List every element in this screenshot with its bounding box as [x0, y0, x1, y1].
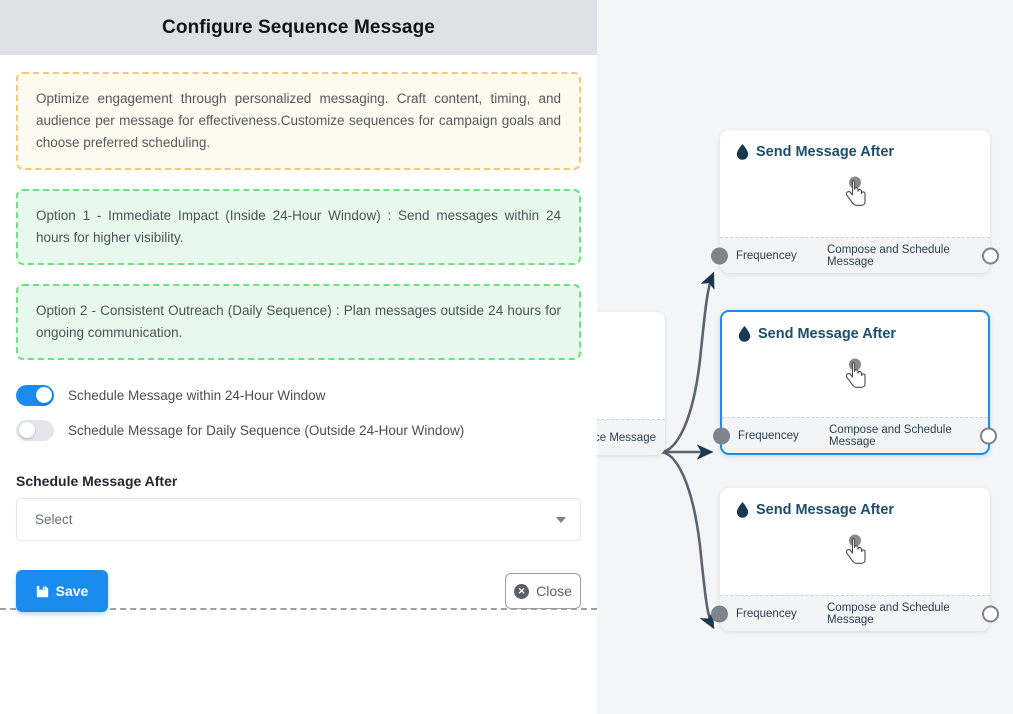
configure-sequence-panel: Configure Sequence Message Optimize enga…: [0, 0, 597, 714]
flow-canvas[interactable]: ce Message Send Message After Frequencey: [597, 0, 1013, 714]
water-drop-icon: [738, 326, 751, 342]
node-footer: Frequencey Compose and Schedule Message: [713, 417, 997, 453]
hand-pointer-cursor-icon: [845, 534, 866, 564]
toggle-schedule-daily-sequence[interactable]: [16, 419, 54, 441]
footer-divider: [0, 608, 597, 610]
node-footer-frequency-label: Frequencey: [738, 429, 799, 442]
node-source-handle[interactable]: [982, 247, 999, 264]
flow-node-partial[interactable]: ce Message: [597, 312, 737, 455]
node-center: [736, 518, 974, 586]
node-title-text: Send Message After: [756, 502, 895, 518]
node-center: [736, 160, 974, 228]
option-1-note-box: Option 1 - Immediate Impact (Inside 24-H…: [16, 189, 581, 265]
toggle-knob: [18, 422, 35, 438]
flow-node-send-message-after-1[interactable]: Send Message After Frequencey Compose an…: [711, 130, 999, 273]
node-center: [738, 342, 972, 410]
node-footer-compose-label: Compose and Schedule Message: [827, 243, 950, 268]
panel-body: Optimize engagement through personalized…: [0, 55, 597, 714]
node-footer-compose-label: Compose and Schedule Message: [829, 423, 952, 448]
node-body: Send Message After: [720, 130, 990, 237]
schedule-message-after-label: Schedule Message After: [16, 473, 178, 489]
node-footer-text: ce Message: [597, 431, 656, 444]
node-target-handle[interactable]: [711, 605, 728, 622]
node-footer: Frequencey Compose and Schedule Message: [711, 595, 999, 631]
node-source-handle[interactable]: [982, 605, 999, 622]
toggle-label-daily-sequence: Schedule Message for Daily Sequence (Out…: [68, 422, 465, 438]
toggle-row-within-24h: Schedule Message within 24-Hour Window: [16, 379, 581, 411]
node-source-handle[interactable]: [980, 427, 997, 444]
select-value: Select: [35, 512, 73, 527]
save-button-label: Save: [55, 583, 89, 599]
flow-node-send-message-after-3[interactable]: Send Message After Frequencey Compose an…: [711, 488, 999, 631]
option-2-note-box: Option 2 - Consistent Outreach (Daily Se…: [16, 284, 581, 360]
hand-pointer-cursor-icon: [845, 176, 866, 206]
node-footer-frequency-label: Frequencey: [736, 249, 797, 262]
toggle-knob: [35, 387, 52, 403]
toggle-label-within-24h: Schedule Message within 24-Hour Window: [68, 387, 326, 403]
close-circle-icon: ✕: [514, 583, 530, 599]
node-target-handle[interactable]: [711, 247, 728, 264]
schedule-message-after-select[interactable]: Select: [16, 498, 581, 541]
flow-edges: [659, 271, 715, 630]
node-body: Send Message After: [722, 312, 988, 417]
panel-header: Configure Sequence Message: [0, 0, 597, 55]
node-footer: Frequencey Compose and Schedule Message: [711, 237, 999, 273]
chevron-down-icon: [556, 516, 566, 523]
flow-node-send-message-after-2[interactable]: Send Message After Frequencey Compose an…: [713, 310, 997, 455]
node-title: Send Message After: [736, 502, 974, 518]
node-body: [597, 312, 665, 419]
hand-pointer-cursor-icon: [845, 358, 866, 388]
node-title: Send Message After: [736, 144, 974, 160]
node-title-text: Send Message After: [758, 326, 897, 342]
node-body: Send Message After: [720, 488, 990, 595]
toggle-schedule-within-24-hour-window[interactable]: [16, 384, 54, 406]
node-target-handle[interactable]: [713, 427, 730, 444]
node-title-text: Send Message After: [756, 144, 895, 160]
page-title: Configure Sequence Message: [162, 16, 435, 38]
water-drop-icon: [736, 144, 749, 160]
save-floppy-icon: [36, 585, 49, 598]
toggle-row-daily-sequence: Schedule Message for Daily Sequence (Out…: [16, 414, 581, 446]
info-note-box: Optimize engagement through personalized…: [16, 72, 581, 170]
close-button-label: Close: [536, 583, 572, 599]
panel-footer: Save ✕ Close: [0, 566, 597, 616]
node-footer-frequency-label: Frequencey: [736, 607, 797, 620]
node-footer-compose-label: Compose and Schedule Message: [827, 601, 950, 626]
water-drop-icon: [736, 502, 749, 518]
close-button[interactable]: ✕ Close: [505, 573, 581, 609]
save-button[interactable]: Save: [16, 570, 108, 612]
node-footer: ce Message: [597, 419, 737, 455]
node-title: Send Message After: [738, 326, 972, 342]
